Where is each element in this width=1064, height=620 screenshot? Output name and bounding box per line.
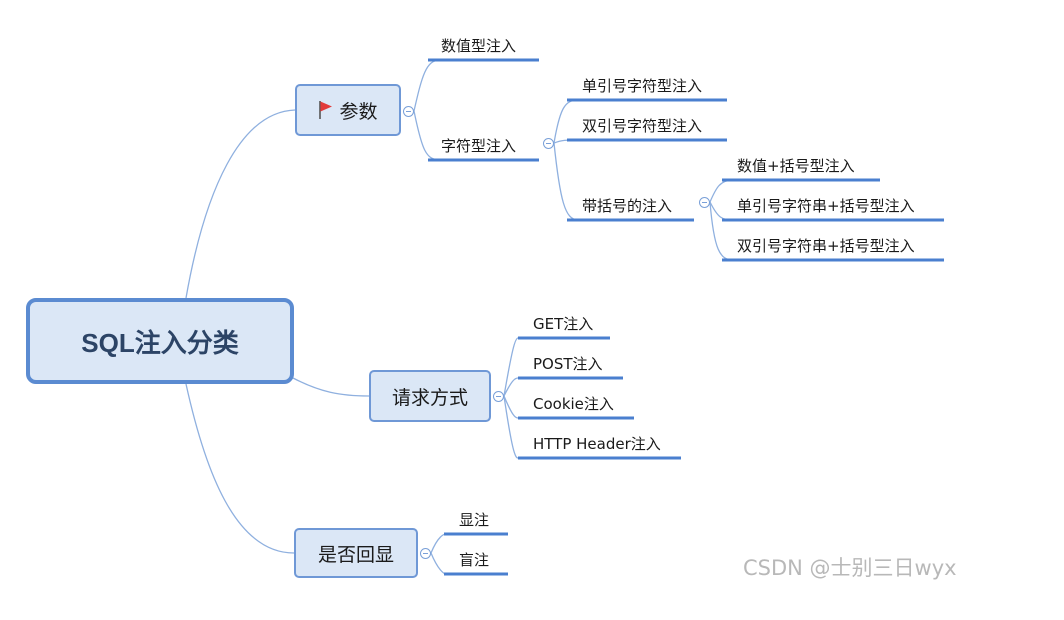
link-params-numeric <box>413 59 441 112</box>
branch-params-label: 参数 <box>339 100 378 123</box>
leaf-echo-blind[interactable]: 盲注 <box>459 551 490 569</box>
leaf-paren-single[interactable]: 单引号字符串+括号型注入 <box>737 197 915 215</box>
link-paren-1 <box>709 179 734 203</box>
branch-params[interactable]: 参数 <box>295 84 401 136</box>
link-root-params <box>185 109 296 299</box>
leaf-cookie[interactable]: Cookie注入 <box>533 395 614 413</box>
leaf-echo-visible[interactable]: 显注 <box>459 511 490 529</box>
link-string-paren <box>553 142 579 221</box>
collapse-params-icon[interactable] <box>403 106 414 117</box>
branch-method-label: 请求方式 <box>391 386 468 409</box>
link-method-header <box>503 395 519 459</box>
root-label: SQL注入分类 <box>81 327 239 358</box>
leaf-single-quote[interactable]: 单引号字符型注入 <box>582 77 703 95</box>
leaf-numeric[interactable]: 数值型注入 <box>441 37 517 55</box>
branch-method[interactable]: 请求方式 <box>369 370 491 422</box>
link-params-string <box>413 110 441 161</box>
link-method-get <box>503 337 519 397</box>
leaf-double-quote[interactable]: 双引号字符型注入 <box>582 117 703 135</box>
leaf-post[interactable]: POST注入 <box>533 355 603 373</box>
branch-echo-label: 是否回显 <box>317 543 394 566</box>
leaf-paren[interactable]: 带括号的注入 <box>582 197 673 215</box>
link-echo-1 <box>430 533 447 554</box>
leaf-paren-numeric[interactable]: 数值+括号型注入 <box>737 157 855 175</box>
watermark: CSDN @士别三日wyx <box>743 556 957 580</box>
link-method-cookie <box>503 395 519 419</box>
link-method-post <box>503 377 519 397</box>
leaf-paren-double[interactable]: 双引号字符串+括号型注入 <box>737 237 915 255</box>
root-node[interactable]: SQL注入分类 <box>26 298 294 384</box>
collapse-method-icon[interactable] <box>493 391 504 402</box>
leaf-get[interactable]: GET注入 <box>533 315 594 333</box>
collapse-echo-icon[interactable] <box>420 548 431 559</box>
red-flag-icon <box>319 101 333 119</box>
collapse-paren-icon[interactable] <box>699 197 710 208</box>
link-paren-2 <box>709 201 734 221</box>
link-root-method <box>292 377 370 397</box>
link-string-single <box>553 99 579 144</box>
leaf-string[interactable]: 字符型注入 <box>441 137 517 155</box>
collapse-string-icon[interactable] <box>543 138 554 149</box>
link-paren-3 <box>709 201 734 261</box>
branch-echo[interactable]: 是否回显 <box>294 528 418 578</box>
leaf-http-header[interactable]: HTTP Header注入 <box>533 435 661 453</box>
link-root-echo <box>185 383 295 554</box>
link-echo-2 <box>430 552 447 575</box>
